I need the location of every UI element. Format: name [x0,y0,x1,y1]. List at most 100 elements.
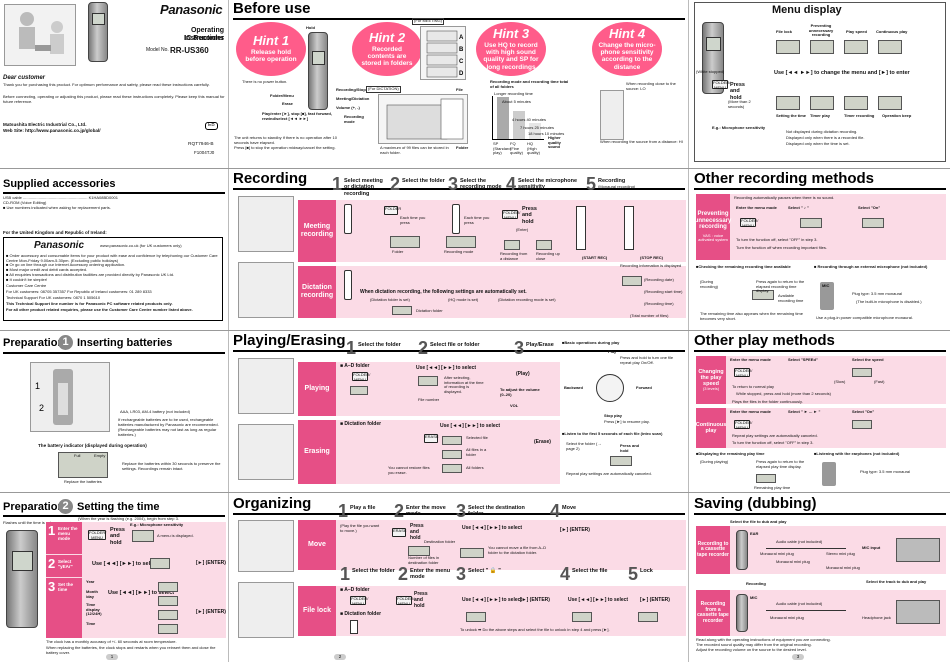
stop-rec: (STOP REC) [640,255,663,260]
folder-caption: Folder [392,249,404,254]
row-divider [0,168,950,169]
section-title: Recording [233,170,308,187]
hint-text: Use HQ to record with high sound quality… [483,42,539,71]
backward-op: Backward [564,385,583,390]
info-lcd [622,276,642,286]
tape-player [896,600,940,624]
folder-button[interactable]: FOLDER/ MENU [350,596,369,606]
clock-sub: (When the year is flashing (e.g. 2004), … [78,516,179,521]
section-title: Before use [233,0,311,17]
step-number: 2 [418,338,429,358]
title-rule [3,515,225,517]
enter-button[interactable]: [►] (ENTER) [196,609,226,615]
step-number: 4 [550,501,561,521]
menu-label: Operation beep [882,113,912,118]
folder-menu-button[interactable]: FOLDER/ MENU [88,530,107,540]
a-d-folder: ■ A–D folder [340,363,370,369]
folder-button[interactable]: FOLDER [384,206,401,215]
folder-label: Folder [456,145,469,150]
enter-button[interactable]: [►] (ENTER) [640,597,670,603]
dictation-folder: ■ Dictation folder [340,421,382,427]
speed-label: Changing the play speed [698,368,724,387]
erasing-illustration [238,424,294,480]
menu-lcd [878,96,902,110]
step-number: 5 [628,564,639,584]
callout-play-stop: Play/enter [►], stop [■], fast forward, … [262,111,332,121]
menu-button[interactable]: FOLDER/ MENU [734,420,753,430]
saving-note: The recorded sound quality may differ fr… [696,642,812,647]
menu-note: A menu is displayed. [157,533,194,538]
erasing-tab: Erasing [298,420,336,484]
svg-text:1: 1 [35,381,40,391]
full-label: Full [74,453,81,458]
jog-control[interactable] [596,374,624,402]
uk-box: Panasonic www.panasonic.co.uk (for UK cu… [3,237,223,321]
section-title: Saving (dubbing) [694,495,817,512]
enter-button[interactable]: [►] (ENTER) [196,560,226,566]
erase-button[interactable]: ERASE [392,528,407,537]
menu-label: Setting the time [776,113,807,118]
ear-heading: ■Listening with the earphones (not inclu… [814,451,900,456]
move-note: (Play the file you want to move.) [340,523,380,533]
step-text: Select the folder [358,342,401,348]
meeting-switch[interactable] [344,204,352,234]
stop-switch[interactable] [624,206,634,250]
prep-number: 1 [58,335,73,350]
menu-lcd [878,40,902,54]
step-number: 4 [506,174,517,194]
uk-line: ■ Order accessory and consumable items f… [6,253,218,263]
bar-sp [497,97,509,139]
step-label: Select " ► ... ► " [788,409,821,414]
step-number: 2 [398,564,409,584]
menu-button[interactable]: FOLDER/ MENU [740,218,759,228]
normal-note: To return to normal play [732,384,775,389]
enter-button[interactable]: [►] (ENTER) [520,597,550,603]
mic-input: MIC input [862,545,881,550]
play-op: Play [608,349,617,354]
title-rule [233,188,685,190]
folder-button[interactable]: FOLDER/ MENU [352,372,371,382]
press-hold: Press and hold [414,591,428,609]
enter-button[interactable]: [►] (ENTER) [560,527,590,533]
menu-label: Continuous play [876,29,908,34]
time-label: 4 hours 40 minutes [512,117,547,122]
uk-line: ■ All enquiries transactions and distrib… [6,272,175,277]
menu-button[interactable]: FOLDER/ MENU [712,80,731,90]
battery-type: AAA, LR03, AM-4 battery (not included) [120,409,191,414]
menu-button[interactable]: FOLDER/ MENU [396,596,415,606]
erase-button[interactable]: ERASE [424,434,439,443]
rec-time-chart [492,96,544,140]
cont-note: Repeat play settings are automatically c… [732,433,818,438]
rec-mode-switch[interactable] [452,204,460,234]
intro-step: Select the folder (→ page 2) [566,441,602,451]
step-text: Select " 🔒 " [468,568,501,574]
model-label: Model No. [146,47,169,53]
accessory-item: USB cable ..............................… [3,195,118,200]
time-lcd [158,582,178,592]
menu-label: Play speed [846,29,867,34]
menu-button[interactable]: FOLDER/ MENU [734,368,753,378]
time-row: Year [86,579,95,584]
up-close: Recording up close [536,251,560,261]
remain-heading: ■Displaying the remaining play time [696,451,765,456]
menu-button[interactable]: FOLDER/ MENU [502,210,521,220]
rec-stop-switch[interactable] [576,206,586,250]
callout-rec-mode: Recording mode [344,114,364,124]
step-label: Enter the menu mode [58,526,78,542]
dictation-switch[interactable] [350,620,358,634]
hint-text: Recorded contents are stored in folders [361,45,413,68]
menu-note: Displayed only when there is a recorded … [786,135,865,140]
playing-tab: Playing [298,362,336,416]
dictation-switch[interactable] [344,270,352,300]
callout-hold: Hold [306,25,315,30]
step-text: Move [562,505,577,511]
time-label: 18 hours 10 minutes [528,131,565,136]
time-row: Month /day [86,589,98,599]
step-text: Select meeting or dictation recording [344,178,383,197]
meeting-panel [298,200,686,262]
